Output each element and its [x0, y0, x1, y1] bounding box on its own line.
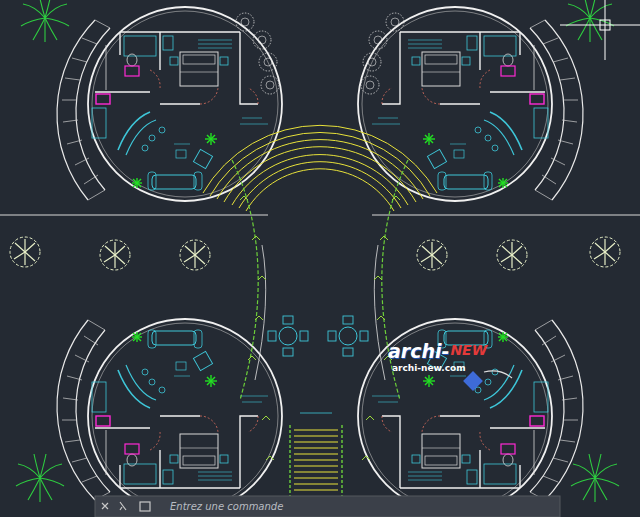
watermark-url: archi-new.com [392, 364, 466, 374]
watermark: archi- [388, 341, 449, 362]
watermark: NEW [450, 343, 487, 358]
command-prompt: Entrez une commande [170, 501, 283, 512]
